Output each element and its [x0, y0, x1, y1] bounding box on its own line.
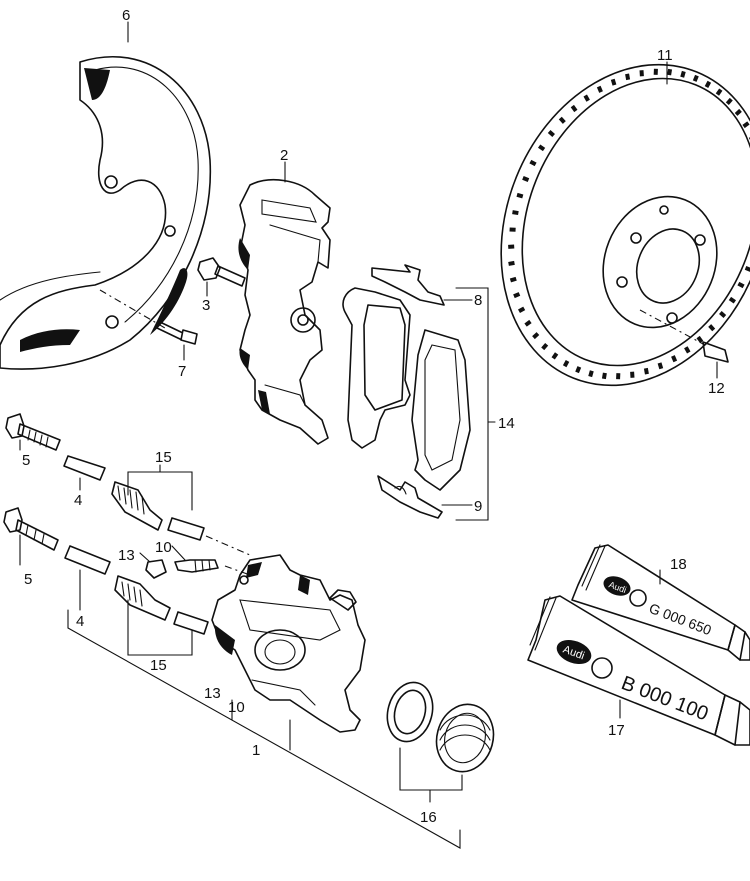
caliper-carrier [238, 179, 331, 445]
callout-18: 18 [670, 556, 687, 573]
disc-vent-slot [512, 210, 519, 216]
brake-pad-outer [411, 329, 471, 491]
bushing-upper [63, 455, 106, 491]
disc-vent-slot [516, 192, 524, 199]
disc-vent-slot [588, 370, 594, 378]
disc-vent-slot [509, 276, 517, 283]
disc-vent-slot [630, 371, 635, 378]
disc-vent-slot [719, 311, 727, 318]
disc-vent-slot [742, 121, 750, 129]
disc-vent-slot [667, 68, 673, 76]
brake-disc [500, 63, 750, 387]
spring-9 [377, 475, 473, 519]
bushing-lower [64, 545, 111, 611]
piston-seal [435, 703, 495, 773]
callout-15-lower: 15 [150, 657, 167, 674]
disc-vent-slot [692, 74, 699, 82]
disc-vent-slot [522, 176, 530, 182]
disc-vent-slot [558, 116, 566, 124]
disc-vent-slot [734, 108, 742, 116]
disc-vent-slot [518, 306, 526, 314]
disc-vent-slot [570, 104, 578, 113]
disc-vent-slot [508, 260, 515, 266]
bolt-7 [99, 289, 198, 361]
callout-15-upper: 15 [155, 449, 172, 466]
callout-9: 9 [474, 498, 482, 515]
bracket-16 [399, 747, 463, 803]
callout-16: 16 [420, 809, 437, 826]
callout-12: 12 [708, 380, 725, 397]
disc-vent-slot [513, 292, 521, 299]
disc-vent-slot [696, 335, 704, 344]
callout-3: 3 [202, 297, 210, 314]
callout-6: 6 [122, 7, 130, 24]
bolt-3 [197, 257, 246, 297]
disc-vent-slot [684, 346, 691, 354]
disc-vent-slot [537, 144, 546, 152]
disc-vent-slot [657, 362, 664, 370]
caliper-housing [211, 554, 366, 733]
bracket-14 [455, 287, 496, 521]
disc-vent-slot [616, 373, 621, 380]
callout-7: 7 [178, 363, 186, 380]
disc-vent-slot [744, 266, 750, 272]
disc-vent-slot [532, 332, 540, 340]
disc-vent-slot [625, 73, 631, 81]
dust-seal [386, 681, 434, 743]
spring-8 [371, 264, 473, 306]
disc-vent-slot [509, 227, 516, 232]
callout-2: 2 [280, 147, 288, 164]
callout-4-upper: 4 [74, 492, 82, 509]
disc-vent-slot [708, 324, 716, 332]
callout-14: 14 [498, 415, 515, 432]
callout-10-upper: 10 [155, 539, 172, 556]
bracket-1 [67, 609, 461, 849]
disc-vent-slot [508, 244, 515, 249]
disc-vent-slot [653, 68, 658, 75]
disc-vent-slot [524, 319, 532, 327]
disc-vent-slot [671, 355, 678, 363]
callout-4-lower: 4 [76, 613, 84, 630]
disc-vent-slot [562, 360, 570, 368]
cap-13 [139, 552, 167, 579]
disc-vent-slot [541, 343, 549, 351]
disc-vent-slot [529, 159, 537, 167]
bleeder-10 [171, 545, 219, 573]
disc-vent-slot [596, 85, 603, 93]
disc-vent-slot [704, 80, 712, 88]
disc-vent-slot [575, 366, 582, 374]
disc-vent-slot [680, 70, 686, 78]
disc-vent-slot [728, 296, 737, 304]
callout-13-upper: 13 [118, 547, 135, 564]
callout-11: 11 [657, 47, 673, 64]
callout-13-lower: 13 [204, 685, 221, 702]
disc-vent-slot [583, 94, 590, 102]
guide-bolt-upper [5, 413, 61, 451]
disc-vent-slot [639, 70, 644, 77]
callout-17: 17 [608, 722, 625, 739]
screw-12 [639, 309, 729, 379]
axis-line-upper [205, 535, 251, 556]
disc-vent-slot [547, 130, 555, 137]
disc-vent-slot [610, 78, 617, 86]
splash-shield [0, 56, 212, 370]
disc-vent-slot [551, 352, 559, 360]
disc-vent-slot [601, 372, 607, 380]
disc-vent-slot [725, 97, 733, 105]
callout-1: 1 [252, 742, 260, 759]
boot-upper [111, 464, 205, 541]
callout-10-lower: 10 [228, 699, 245, 716]
disc-vent-slot [715, 88, 723, 96]
guide-bolt-lower [3, 507, 59, 566]
callout-5-lower: 5 [24, 571, 32, 588]
brake-pad-inner [342, 287, 411, 449]
boot-lower [114, 575, 209, 656]
axis-line-lower [224, 565, 251, 576]
callout-5-upper: 5 [22, 452, 30, 469]
disc-vent-slot [643, 367, 649, 375]
callout-8: 8 [474, 292, 482, 309]
disc-vent-slot [737, 281, 745, 289]
